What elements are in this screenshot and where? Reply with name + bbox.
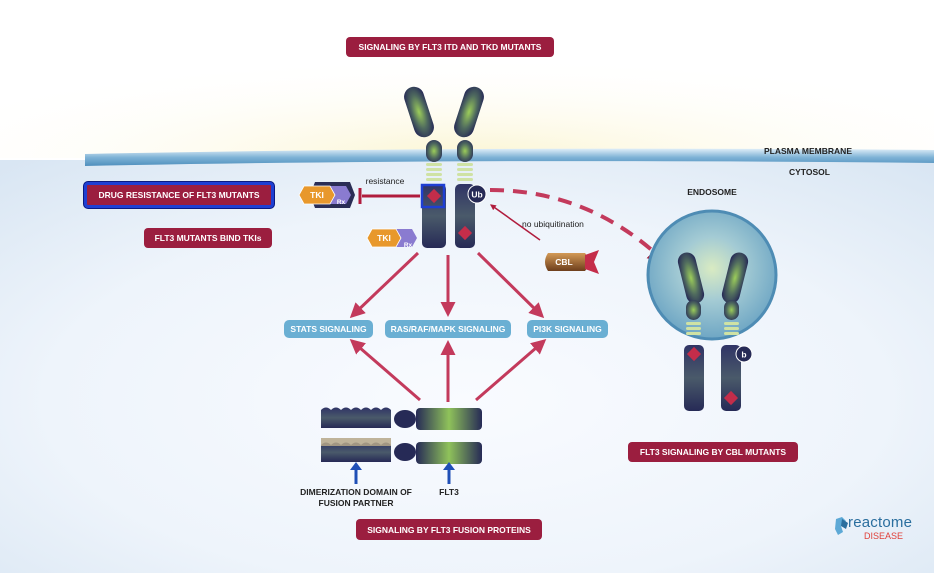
endo-left-ectodomain: [677, 252, 705, 304]
endo-left-tm-stripe: [686, 322, 701, 325]
flt3-kinase-top: [416, 408, 482, 430]
ubiquitin-label: Ub: [471, 190, 482, 200]
tkd-mutation-highlight: [420, 183, 446, 209]
dimerization-domain-label: DIMERIZATION DOMAIN OF FUSION PARTNER: [300, 487, 412, 508]
plasma-membrane-label: PLASMA MEMBRANE: [764, 146, 852, 156]
tki-label: TKI: [377, 233, 391, 243]
rx-label: Rx: [404, 242, 413, 249]
mutation-marker-icon: [457, 225, 473, 241]
cbl-protein: CBL: [545, 250, 599, 274]
tki-shape-icon: [298, 185, 336, 205]
mutation-marker-icon: [723, 390, 739, 406]
reactome-logo: reactome DISEASE: [834, 515, 912, 541]
no-ubiquitination-label: no ubiquitination: [522, 219, 584, 229]
signaling-stats[interactable]: STATS SIGNALING: [284, 320, 373, 338]
endo-right-ig-domain: [724, 300, 739, 320]
receptor-left-kinase-domain: [422, 184, 446, 248]
receptor-signaling-arrows: [349, 251, 545, 319]
logo-sub: DISEASE: [864, 531, 904, 541]
dimerization-domain-highlight: [321, 438, 391, 446]
cbl-shape-icon: [545, 253, 592, 271]
arrow-to-stats: [349, 251, 420, 319]
endo-left-kinase-domain: [684, 345, 704, 411]
flt3-pointer-head: [443, 462, 455, 470]
resistance-label: resistance: [366, 176, 405, 186]
endo-right-ectodomain: [721, 252, 749, 304]
endo-right-tm-stripe: [724, 322, 739, 325]
pathway-itd-tkd[interactable]: SIGNALING BY FLT3 ITD AND TKD MUTANTS: [346, 37, 554, 57]
signaling-pi3k[interactable]: PI3K SIGNALING: [527, 320, 608, 338]
flt3-receptor-left: [404, 86, 446, 248]
reactome-logo-icon: [835, 517, 848, 535]
rx-label: Rx: [337, 199, 346, 206]
plasma-membrane: [85, 148, 934, 166]
cbl-label: CBL: [555, 257, 572, 267]
endosome-receptor-left: [677, 252, 705, 411]
receptor-right-ig-domain: [457, 140, 473, 162]
signaling-ras-raf-mapk[interactable]: RAS/RAF/MAPK SIGNALING: [385, 320, 511, 338]
arrow-to-pi3k: [476, 251, 545, 319]
receptor-right-transmembrane: [457, 163, 473, 181]
flt3-fusion-protein-top: [321, 407, 482, 430]
receptor-left-ectodomain: [404, 86, 434, 138]
pathway-cbl-mutants[interactable]: FLT3 SIGNALING BY CBL MUTANTS: [628, 442, 798, 462]
no-ubiquitination-arrow: [490, 204, 541, 241]
tki-rx-complex-top: TKI Rx: [298, 182, 355, 208]
tki-rx-complex-bottom: TKI Rx: [366, 228, 417, 249]
cytosol-label: CYTOSOL: [789, 167, 830, 177]
endosome-membrane: [646, 209, 778, 341]
endo-left-ig-domain: [686, 300, 701, 320]
receptor-left-ig-domain: [426, 140, 442, 162]
flt3-label: FLT3: [439, 487, 459, 497]
endo-ubiquitin-label: b: [741, 350, 746, 360]
flt3-fusion-protein-bottom: [321, 438, 482, 464]
tki-shape-icon: [366, 228, 402, 248]
fusion-arrow-to-stats: [349, 339, 421, 402]
fusion-signaling-arrows: [349, 339, 547, 402]
endo-left-tm-stripe: [686, 327, 701, 330]
logo-name: reactome: [848, 514, 913, 531]
endo-ubiquitin-icon: [735, 345, 753, 363]
ubiquitin-icon: [467, 184, 487, 204]
flt3-receptor-right: Ub: [454, 86, 487, 248]
endo-right-tm-stripe: [724, 332, 739, 335]
internalization-arrow: [489, 188, 668, 265]
mutation-marker-icon: [426, 188, 442, 204]
pathway-bind-tkis[interactable]: FLT3 MUTANTS BIND TKIs: [144, 228, 272, 248]
dimerization-domain-bottom: [321, 442, 391, 462]
endosome-receptor-right: b: [721, 252, 753, 411]
pathway-drug-resistance[interactable]: DRUG RESISTANCE OF FLT3 MUTANTS: [84, 182, 274, 208]
receptor-left-transmembrane: [426, 163, 442, 181]
cbl-mutation-icon: [585, 250, 599, 274]
endo-right-kinase-domain: [721, 345, 741, 411]
fusion-linker-bottom: [394, 443, 416, 461]
tki-label: TKI: [310, 190, 324, 200]
fusion-arrow-to-pi3k: [475, 339, 547, 402]
resistance-inhibition: [358, 188, 420, 204]
dimerization-domain-top: [321, 407, 391, 428]
flt3-kinase-bottom: [416, 442, 482, 464]
dimerization-pointer-head: [350, 462, 362, 470]
endo-right-tm-stripe: [724, 327, 739, 330]
mutation-marker-icon: [686, 346, 702, 362]
pointer-arrows: [350, 462, 455, 484]
endosome-label: ENDOSOME: [687, 187, 737, 197]
pathway-fusion-proteins[interactable]: SIGNALING BY FLT3 FUSION PROTEINS: [356, 519, 542, 540]
endo-left-tm-stripe: [686, 332, 701, 335]
endosome: b: [646, 209, 778, 411]
receptor-right-ectodomain: [454, 86, 484, 138]
fusion-linker-top: [394, 410, 416, 428]
